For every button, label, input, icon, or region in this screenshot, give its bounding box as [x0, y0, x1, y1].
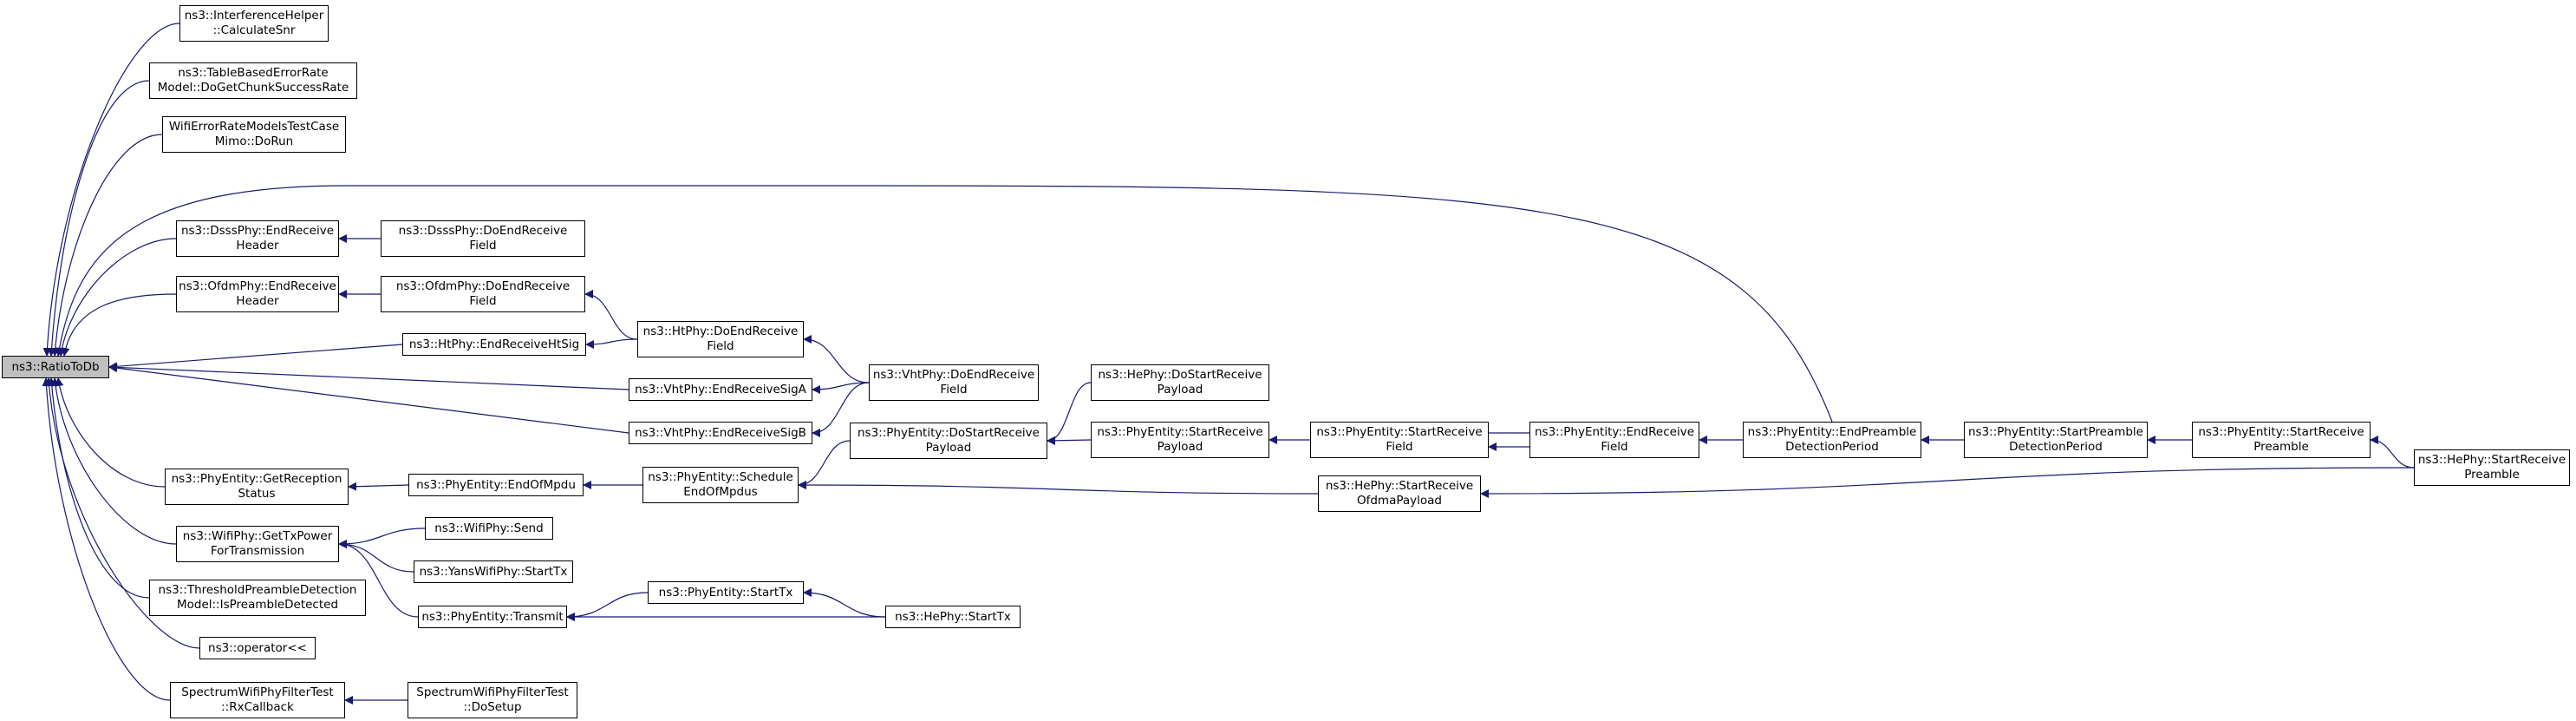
node-startpreamble[interactable]: ns3::PhyEntity::StartReceive Preamble	[2192, 422, 2371, 458]
node-dostartpayload[interactable]: ns3::PhyEntity::DoStartReceive Payload	[850, 423, 1047, 459]
node-operator[interactable]: ns3::operator<<	[199, 637, 316, 659]
node-yansstart[interactable]: ns3::YansWifiPhy::StartTx	[414, 560, 573, 583]
node-wifisend[interactable]: ns3::WifiPhy::Send	[425, 517, 553, 540]
node-ofdmdoend[interactable]: ns3::OfdmPhy::DoEndReceive Field	[381, 276, 585, 312]
edge-vhtdoend-to-vhtsiga	[812, 382, 870, 394]
node-startpreambledet[interactable]: ns3::PhyEntity::StartPreamble DetectionP…	[1964, 422, 2148, 458]
edge-hestarttx-to-phystarttx	[803, 588, 886, 618]
edge-heofdma-to-schedule	[798, 481, 1319, 495]
edge-wifisend-to-gettxpower	[338, 528, 426, 548]
node-tablebased[interactable]: ns3::TableBasedErrorRate Model::DoGetChu…	[149, 62, 357, 99]
edge-vhtsiga-to-ratiotodb	[108, 363, 629, 390]
edge-transmit-to-gettxpower	[338, 540, 419, 618]
node-hestarttx[interactable]: ns3::HePhy::StartTx	[885, 606, 1021, 628]
node-htsig[interactable]: ns3::HtPhy::EndReceiveHtSig	[402, 333, 586, 356]
edge-dostartpayload-to-schedule	[798, 440, 851, 489]
edge-hestartpreamble-to-heofdma	[1480, 467, 2415, 498]
node-ofdmend[interactable]: ns3::OfdmPhy::EndReceive Header	[176, 276, 339, 312]
node-endfield[interactable]: ns3::PhyEntity::EndReceive Field	[1529, 422, 1699, 458]
node-dsssdoend[interactable]: ns3::DsssPhy::DoEndReceive Field	[381, 220, 585, 257]
edge-wifitest-to-ratiotodb	[50, 134, 163, 357]
node-phystarttx[interactable]: ns3::PhyEntity::StartTx	[648, 581, 804, 604]
node-threshold[interactable]: ns3::ThresholdPreambleDetection Model::I…	[149, 580, 366, 616]
node-rxcallback[interactable]: SpectrumWifiPhyFilterTest ::RxCallback	[170, 682, 345, 718]
edge-startpayload-to-dostartpayload	[1047, 436, 1092, 445]
node-ratiotodb: ns3::RatioToDb	[2, 356, 109, 378]
edge-vhtdoend-to-htdoend	[803, 335, 870, 383]
edge-hedostart-to-dostartpayload	[1047, 382, 1092, 445]
node-vhtsiga[interactable]: ns3::VhtPhy::EndReceiveSigA	[629, 378, 812, 401]
node-dosetup[interactable]: SpectrumWifiPhyFilterTest ::DoSetup	[408, 682, 577, 718]
edge-htsig-to-ratiotodb	[108, 344, 403, 371]
edge-hestartpreamble-to-startpreamble	[2370, 436, 2415, 469]
node-calcsnr[interactable]: ns3::InterferenceHelper ::CalculateSnr	[179, 5, 329, 42]
node-vhtdoend[interactable]: ns3::VhtPhy::DoEndReceive Field	[869, 364, 1039, 401]
edge-htdoend-to-ofdmdoend	[584, 290, 638, 340]
node-startfield[interactable]: ns3::PhyEntity::StartReceive Field	[1310, 422, 1489, 458]
edge-ofdmend-to-ratiotodb	[61, 293, 177, 357]
edge-endofmpdu-to-getreception	[348, 482, 409, 491]
edge-calcsnr-to-ratiotodb	[42, 23, 180, 357]
node-endofmpdu[interactable]: ns3::PhyEntity::EndOfMpdu	[408, 474, 584, 496]
edge-operator-to-ratiotodb	[44, 377, 200, 649]
node-hedostart[interactable]: ns3::HePhy::DoStartReceive Payload	[1091, 364, 1269, 401]
edge-endpreamble-to-ratiotodb	[55, 185, 1833, 423]
node-transmit[interactable]: ns3::PhyEntity::Transmit	[418, 606, 567, 628]
node-htdoend[interactable]: ns3::HtPhy::DoEndReceive Field	[637, 321, 804, 357]
node-hestartpreamble[interactable]: ns3::HePhy::StartReceive Preamble	[2414, 449, 2570, 486]
edge-dsssend-to-ratiotodb	[57, 238, 177, 357]
edge-rxcallback-to-ratiotodb	[42, 377, 171, 701]
edge-yansstart-to-gettxpower	[338, 540, 414, 573]
node-wifitest[interactable]: WifiErrorRateModelsTestCase Mimo::DoRun	[162, 116, 346, 153]
edge-gettxpower-to-ratiotodb	[50, 377, 177, 545]
edge-vhtdoend-to-vhtsigb	[812, 382, 870, 437]
edge-htdoend-to-htsig	[585, 338, 638, 349]
node-startpayload[interactable]: ns3::PhyEntity::StartReceive Payload	[1091, 422, 1269, 458]
node-vhtsigb[interactable]: ns3::VhtPhy::EndReceiveSigB	[629, 422, 812, 444]
node-getreception[interactable]: ns3::PhyEntity::GetReception Status	[165, 469, 349, 505]
edge-getreception-to-ratiotodb	[55, 377, 166, 488]
node-dsssend[interactable]: ns3::DsssPhy::EndReceive Header	[176, 220, 339, 257]
node-gettxpower[interactable]: ns3::WifiPhy::GetTxPower ForTransmission	[176, 526, 339, 562]
edge-tablebased-to-ratiotodb	[47, 80, 150, 357]
node-heofdma[interactable]: ns3::HePhy::StartReceive OfdmaPayload	[1318, 475, 1481, 512]
edge-vhtsigb-to-ratiotodb	[108, 364, 629, 434]
node-schedule[interactable]: ns3::PhyEntity::Schedule EndOfMpdus	[642, 467, 799, 503]
edge-phystarttx-to-transmit	[566, 592, 649, 621]
node-endpreamble[interactable]: ns3::PhyEntity::EndPreamble DetectionPer…	[1743, 422, 1921, 458]
edge-threshold-to-ratiotodb	[47, 377, 150, 599]
